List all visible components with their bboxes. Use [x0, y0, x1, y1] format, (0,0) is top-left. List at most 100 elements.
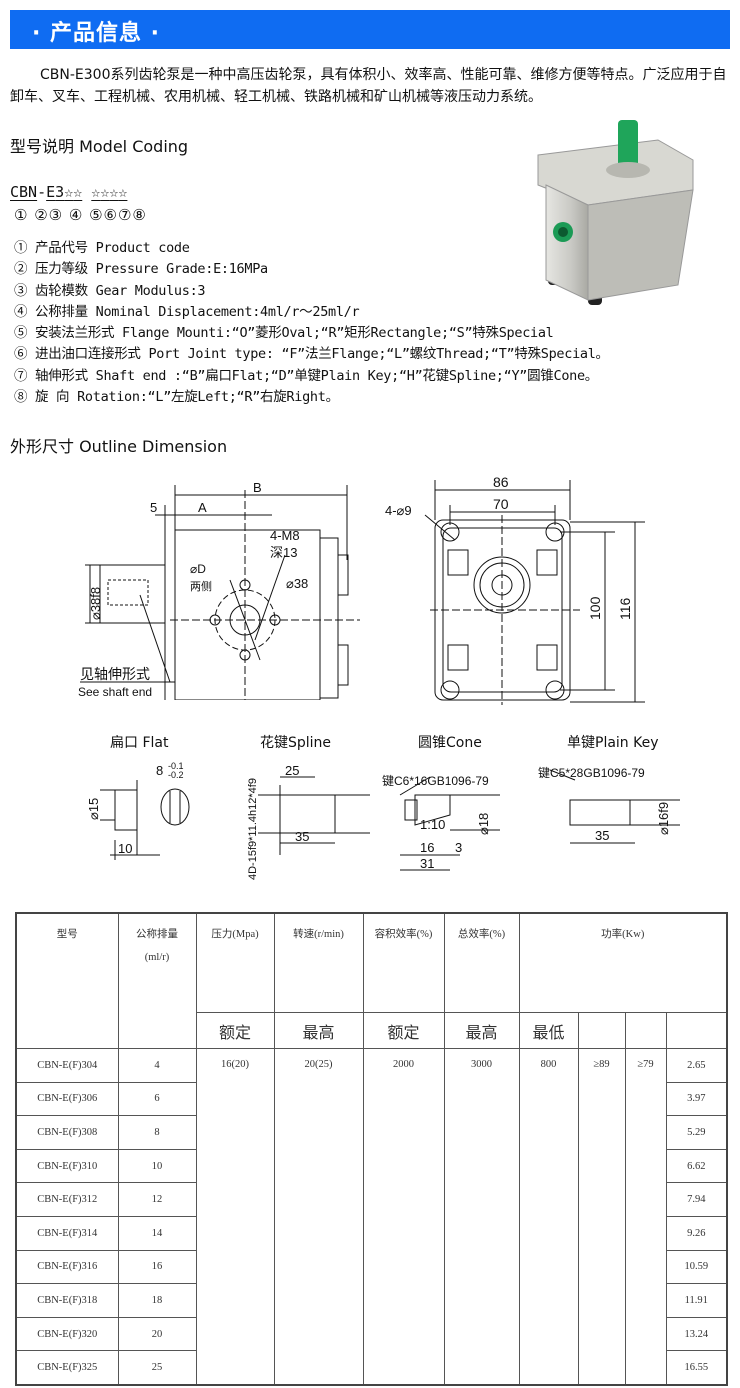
header-model: 型号: [15, 912, 119, 1049]
table-cell: CBN-E(F)325: [15, 1350, 119, 1386]
cone-dim: 16: [420, 840, 434, 855]
dim-phi-d: ⌀D: [190, 562, 206, 576]
flat-dim: ⌀15: [86, 798, 101, 820]
coding-item: ⑤ 安装法兰形式 Flange Mounti:“O”菱形Oval;“R”矩形Re…: [14, 325, 554, 342]
coding-item: ⑧ 旋 向 Rotation:“L”左旋Left;“R”右旋Right。: [14, 389, 339, 406]
code-part: ☆: [118, 183, 128, 201]
subheader: 最高: [273, 1012, 364, 1049]
table-cell: CBN-E(F)318: [15, 1283, 119, 1318]
dim-phi38: ⌀38: [286, 576, 308, 591]
table-cell: CBN-E(F)304: [15, 1048, 119, 1083]
subheader: 最高: [443, 1012, 520, 1049]
dim-5: 5: [150, 500, 157, 515]
outline-heading: 外形尺寸 Outline Dimension: [10, 437, 228, 456]
shaft-title-flat: 扁口 Flat: [110, 735, 169, 751]
coding-item: ③ 齿轮模数 Gear Modulus:3: [14, 282, 206, 299]
code-position-numbers: ① ②③ ④ ⑤⑥⑦⑧: [14, 206, 147, 224]
table-cell: 6: [117, 1081, 197, 1117]
header-vol-eff: 容积效率(%): [362, 912, 445, 1013]
code-part: ☆: [73, 183, 83, 201]
subheader: 额定: [362, 1012, 445, 1049]
table-cell: CBN-E(F)320: [15, 1316, 119, 1352]
flat-dim: 10: [118, 841, 132, 856]
subheader: 最低: [518, 1012, 579, 1049]
table-cell: 2000: [362, 1047, 445, 1386]
cone-dim: 键C6*16GB1096-79: [382, 774, 489, 788]
dim-b: B: [253, 480, 262, 495]
table-cell: CBN-E(F)314: [15, 1215, 119, 1251]
shaft-title-plain-key: 单键Plain Key: [567, 735, 659, 751]
table-cell: 25: [117, 1350, 197, 1386]
cone-dim: 31: [420, 856, 434, 871]
code-part: ☆: [100, 183, 110, 201]
header-total-eff: 总效率(%): [443, 912, 520, 1013]
code-part: E: [46, 183, 56, 201]
table-cell: CBN-E(F)312: [15, 1182, 119, 1217]
spline-dim: 35: [295, 829, 309, 844]
key-dim: ⌀16f9: [656, 802, 671, 835]
table-cell: 3.97: [665, 1081, 728, 1117]
side-view-drawing: 5 A B 4-M8 深13 ⌀D 两侧 ⌀38 ⌀38f8 见轴伸形式 See…: [78, 480, 360, 700]
model-coding-heading: 型号说明 Model Coding: [10, 137, 189, 156]
code-part: ☆: [109, 183, 119, 201]
see-shaft-cn: 见轴伸形式: [80, 666, 150, 682]
dim-both-sides: 两侧: [190, 580, 212, 593]
coding-item: ④ 公称排量 Nominal Displacement:4ml/r～25ml/r: [14, 303, 360, 320]
table-cell: CBN-E(F)310: [15, 1148, 119, 1184]
header-label: 公称排量: [136, 929, 178, 940]
code-part: ☆: [91, 183, 101, 201]
table-cell: 800: [518, 1047, 579, 1386]
table-cell: 5.29: [665, 1115, 728, 1150]
intro-text: CBN-E300系列齿轮泵是一种中高压齿轮泵，具有体积小、效率高、性能可靠、维修…: [10, 67, 727, 105]
table-cell: 11.91: [665, 1283, 728, 1318]
code-part: CBN: [10, 183, 38, 201]
header-pressure: 压力(Mpa): [195, 912, 275, 1013]
dim-holes: 4-⌀9: [385, 503, 412, 518]
table-cell: 16(20): [195, 1047, 275, 1386]
code-part: ☆: [64, 183, 74, 201]
header-speed: 转速(r/min): [273, 912, 364, 1013]
flat-dim: -0.1: [168, 761, 184, 771]
subheader: [577, 1012, 626, 1049]
table-cell: 6.62: [665, 1148, 728, 1184]
table-cell: 2.65: [665, 1048, 728, 1083]
header-power: 功率(Kw): [518, 912, 728, 1013]
cone-dim: ⌀18: [476, 813, 491, 835]
spec-table: 型号 公称排量(ml/r) 压力(Mpa) 转速(r/min) 容积效率(%) …: [15, 912, 728, 1386]
table-cell: 20: [117, 1316, 197, 1352]
flat-dim: 8: [156, 763, 163, 778]
table-cell: 3000: [443, 1047, 520, 1386]
table-cell: 16: [117, 1249, 197, 1285]
dim-depth: 深13: [270, 545, 297, 560]
cone-dim: 3: [455, 840, 462, 855]
table-cell: 20(25): [273, 1047, 364, 1386]
table-cell: 10.59: [665, 1249, 728, 1285]
dim-116: 116: [617, 597, 633, 620]
coding-item: ⑦ 轴伸形式 Shaft end :“B”扁口Flat;“D”单键Plain K…: [14, 367, 599, 384]
table-cell: 12: [117, 1182, 197, 1217]
dim-86: 86: [493, 474, 509, 490]
section-banner: · 产品信息 ·: [10, 10, 730, 49]
spline-dim: 4D-15f9*11.4h12*4f9: [247, 778, 259, 880]
subheader: 额定: [195, 1012, 275, 1049]
table-cell: 14: [117, 1215, 197, 1251]
table-cell: 10: [117, 1148, 197, 1184]
header-unit: (ml/r): [144, 952, 170, 963]
dim-m8: 4-M8: [270, 528, 300, 543]
table-cell: ≥79: [624, 1047, 667, 1386]
code-part: 3: [55, 183, 65, 201]
coding-item: ⑥ 进出油口连接形式 Port Joint type: “F”法兰Flange;…: [14, 346, 609, 363]
table-cell: CBN-E(F)306: [15, 1081, 119, 1117]
table-cell: ≥89: [577, 1047, 626, 1386]
subheader: [624, 1012, 667, 1049]
table-cell: 9.26: [665, 1215, 728, 1251]
table-cell: 16.55: [665, 1350, 728, 1386]
shaft-title-spline: 花键Spline: [260, 735, 332, 751]
model-code: CBN-E3☆☆ ☆☆☆☆: [10, 183, 127, 201]
coding-list: ① 产品代号 Product code ② 压力等级 Pressure Grad…: [14, 238, 609, 408]
